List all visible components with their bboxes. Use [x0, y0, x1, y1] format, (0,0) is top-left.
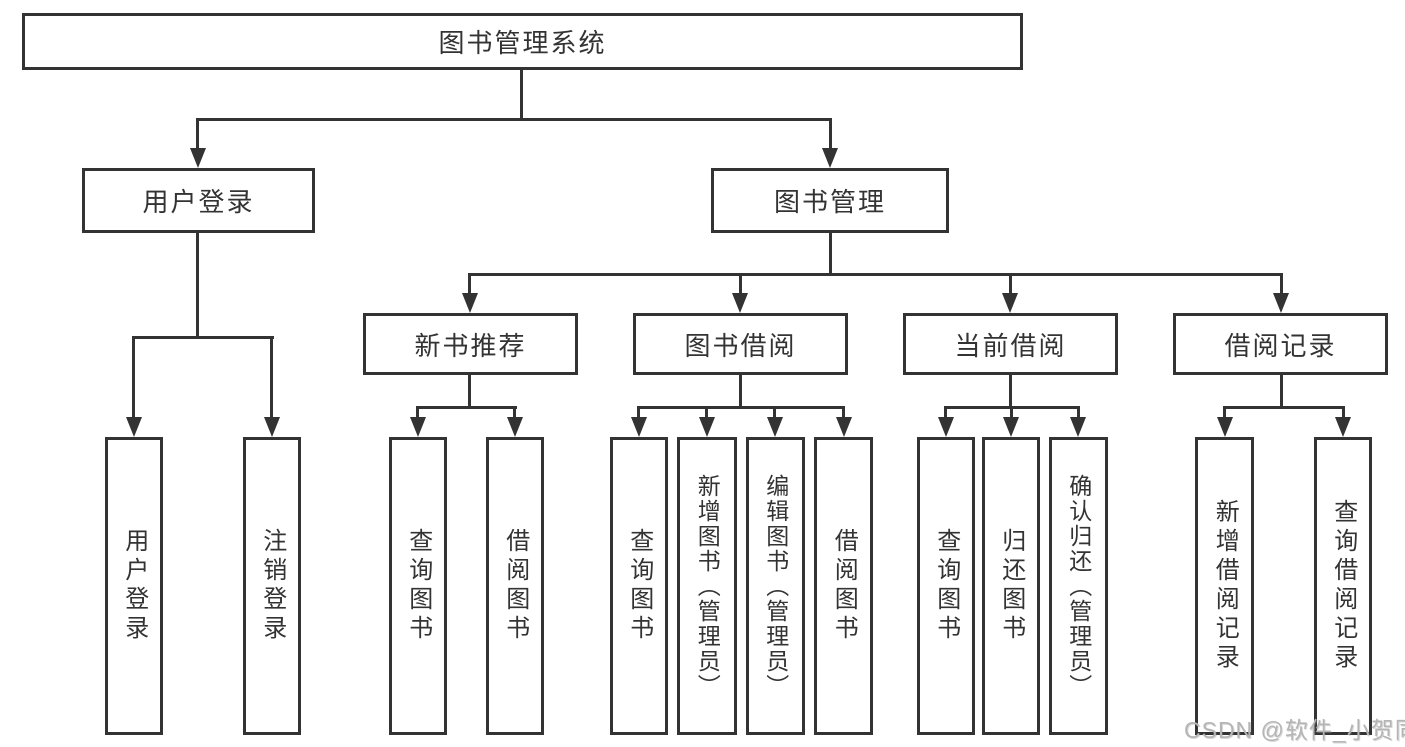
leaf-logout-label: 注销登录	[258, 528, 286, 644]
node-book-borrow-label: 图书借阅	[684, 330, 797, 361]
leaf-query-book-2-label: 查询图书	[625, 528, 653, 644]
connector-cb-stem	[1009, 375, 1012, 409]
leaf-query-book-1-label: 查询图书	[404, 528, 432, 644]
node-current-borrow-label: 当前借阅	[954, 330, 1067, 361]
connector-to-borrow-records	[1280, 273, 1283, 297]
connector-bb-leaf3	[773, 406, 776, 420]
arrow-to-borrow-records	[1273, 293, 1289, 313]
leaf-return-book: 归还图书	[982, 437, 1040, 735]
connector-cb-leaf3	[1077, 406, 1080, 420]
leaf-return-book-label: 归还图书	[997, 528, 1025, 644]
arrow-br-leaf2	[1335, 417, 1351, 437]
connector-to-new-book	[468, 273, 471, 297]
connector-root-stem	[520, 70, 523, 120]
leaf-query-book-2: 查询图书	[610, 437, 668, 735]
node-book-management: 图书管理	[711, 168, 949, 233]
leaf-add-book-admin-label: 新增图书（管理员）	[694, 473, 721, 699]
node-borrow-records-label: 借阅记录	[1224, 330, 1337, 361]
arrow-nb-leaf2	[507, 417, 523, 437]
arrow-cb-leaf3	[1070, 417, 1086, 437]
connector-bb-stem	[739, 375, 742, 409]
connector-nb-splitter	[416, 406, 517, 409]
arrow-to-book-management	[822, 148, 838, 168]
leaf-query-book-3: 查询图书	[917, 437, 975, 735]
arrow-bb-leaf4	[836, 417, 852, 437]
node-book-borrow: 图书借阅	[633, 313, 848, 375]
connector-to-leaf-logout	[270, 336, 273, 420]
connector-to-book-borrow	[739, 273, 742, 297]
leaf-query-book-3-label: 查询图书	[932, 528, 960, 644]
node-user-login: 用户登录	[82, 168, 315, 233]
connector-br-stem	[1280, 375, 1283, 409]
node-new-book-recommend-label: 新书推荐	[414, 330, 527, 361]
connector-cb-leaf1	[944, 406, 947, 420]
arrow-bb-leaf3	[767, 417, 783, 437]
connector-bb-leaf2	[705, 406, 708, 420]
leaf-logout: 注销登录	[243, 437, 301, 735]
leaf-borrow-book-1-label: 借阅图书	[501, 528, 529, 644]
connector-nb-leaf2	[513, 406, 516, 420]
arrow-to-leaf-logout	[264, 417, 280, 437]
arrow-nb-leaf1	[410, 417, 426, 437]
leaf-user-login-label: 用户登录	[120, 528, 148, 644]
connector-bm-stem	[829, 233, 832, 276]
leaf-add-borrow-record-label: 新增借阅记录	[1211, 499, 1239, 673]
arrow-to-current-borrow	[1002, 293, 1018, 313]
arrow-to-leaf-user-login	[126, 417, 142, 437]
arrow-bb-leaf1	[631, 417, 647, 437]
connector-root-splitter	[196, 118, 832, 121]
connector-ul-stem	[196, 233, 199, 339]
leaf-confirm-return-admin: 确认归还（管理员）	[1049, 437, 1108, 735]
connector-bb-splitter	[637, 406, 845, 409]
connector-ul-splitter	[132, 336, 274, 339]
leaf-query-book-1: 查询图书	[389, 437, 447, 735]
connector-br-leaf1	[1223, 406, 1226, 420]
node-root: 图书管理系统	[22, 13, 1023, 70]
connector-br-leaf2	[1342, 406, 1345, 420]
connector-br-splitter	[1223, 406, 1344, 409]
connector-to-book-management	[829, 118, 832, 152]
leaf-edit-book-admin-label: 编辑图书（管理员）	[762, 473, 789, 699]
node-borrow-records: 借阅记录	[1173, 313, 1388, 375]
csdn-watermark: CSDN @软件_小贺同学	[1184, 717, 1405, 743]
leaf-borrow-book-2: 借阅图书	[814, 437, 873, 735]
leaf-add-borrow-record: 新增借阅记录	[1195, 437, 1254, 735]
connector-bm-splitter	[468, 273, 1283, 276]
arrow-to-user-login	[190, 148, 206, 168]
leaf-query-borrow-record-label: 查询借阅记录	[1329, 499, 1357, 673]
arrow-br-leaf1	[1217, 417, 1233, 437]
arrow-to-book-borrow	[732, 293, 748, 313]
node-current-borrow: 当前借阅	[903, 313, 1118, 375]
connector-nb-leaf1	[416, 406, 419, 420]
connector-nb-stem	[468, 375, 471, 409]
arrow-bb-leaf2	[699, 417, 715, 437]
connector-bb-leaf4	[842, 406, 845, 420]
leaf-user-login: 用户登录	[105, 437, 163, 735]
arrow-cb-leaf2	[1003, 417, 1019, 437]
leaf-confirm-return-admin-label: 确认归还（管理员）	[1065, 473, 1092, 699]
node-root-label: 图书管理系统	[438, 28, 607, 58]
leaf-borrow-book-1: 借阅图书	[486, 437, 544, 735]
arrow-to-new-book	[462, 293, 478, 313]
arrow-cb-leaf1	[938, 417, 954, 437]
node-user-login-label: 用户登录	[142, 187, 255, 217]
node-new-book-recommend: 新书推荐	[363, 313, 578, 375]
leaf-add-book-admin: 新增图书（管理员）	[677, 437, 737, 735]
connector-bb-leaf1	[637, 406, 640, 420]
connector-to-leaf-user-login	[132, 336, 135, 420]
connector-cb-leaf2	[1010, 406, 1013, 420]
connector-to-user-login	[196, 118, 199, 152]
connector-to-current-borrow	[1009, 273, 1012, 297]
leaf-query-borrow-record: 查询借阅记录	[1314, 437, 1372, 735]
node-book-management-label: 图书管理	[773, 187, 886, 217]
leaf-borrow-book-2-label: 借阅图书	[830, 528, 858, 644]
leaf-edit-book-admin: 编辑图书（管理员）	[746, 437, 805, 735]
